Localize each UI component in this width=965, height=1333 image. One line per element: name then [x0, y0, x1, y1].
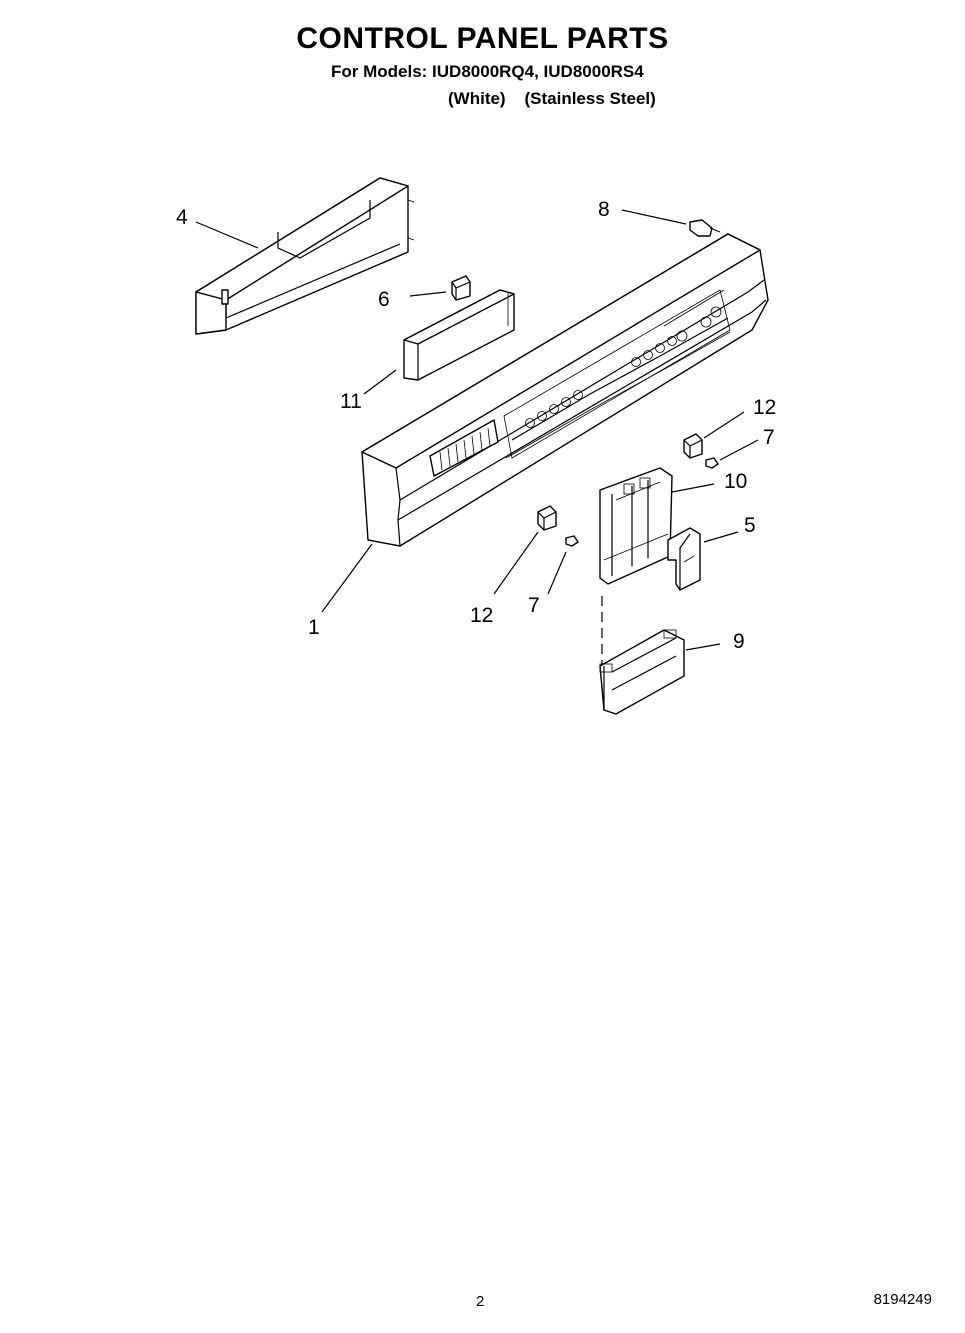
part-11-module: [403, 289, 515, 381]
part-8-screw: [689, 219, 721, 237]
callout-8: 8: [598, 198, 610, 221]
part-6-clip: [451, 275, 471, 301]
callout-12-upper: 12: [753, 396, 776, 419]
callout-1: 1: [308, 616, 320, 639]
callout-10: 10: [724, 470, 747, 493]
callout-5: 5: [744, 514, 756, 537]
variants-line: (White) (Stainless Steel): [448, 89, 656, 108]
callout-4: 4: [176, 206, 188, 229]
callout-6: 6: [378, 288, 390, 311]
page-title: CONTROL PANEL PARTS: [296, 22, 669, 55]
part-9-bottom-bracket: [599, 629, 685, 715]
callout-12-lower: 12: [470, 604, 493, 627]
models-line: For Models: IUD8000RQ4, IUD8000RS4: [331, 62, 644, 81]
part-12-clip-upper: [683, 433, 703, 459]
part-10-bracket: [599, 467, 673, 585]
leader-lines: [195, 209, 759, 651]
callout-11: 11: [340, 390, 362, 413]
part-4-cover: [195, 177, 415, 335]
document-number: 8194249: [873, 1291, 932, 1308]
part-7-screw-lower: [565, 535, 579, 547]
part-1-control-panel: [361, 233, 769, 547]
part-12-clip-lower: [537, 505, 557, 531]
callout-9: 9: [733, 630, 745, 653]
callout-labels: 4 8 6 11 12 7 10 5 1 12 7 9: [176, 198, 776, 653]
callout-7-upper: 7: [763, 426, 775, 449]
page-number: 2: [476, 1293, 485, 1310]
callout-7-lower: 7: [528, 594, 540, 617]
part-5-side-bracket: [667, 527, 701, 591]
part-7-screw-upper: [705, 457, 719, 469]
